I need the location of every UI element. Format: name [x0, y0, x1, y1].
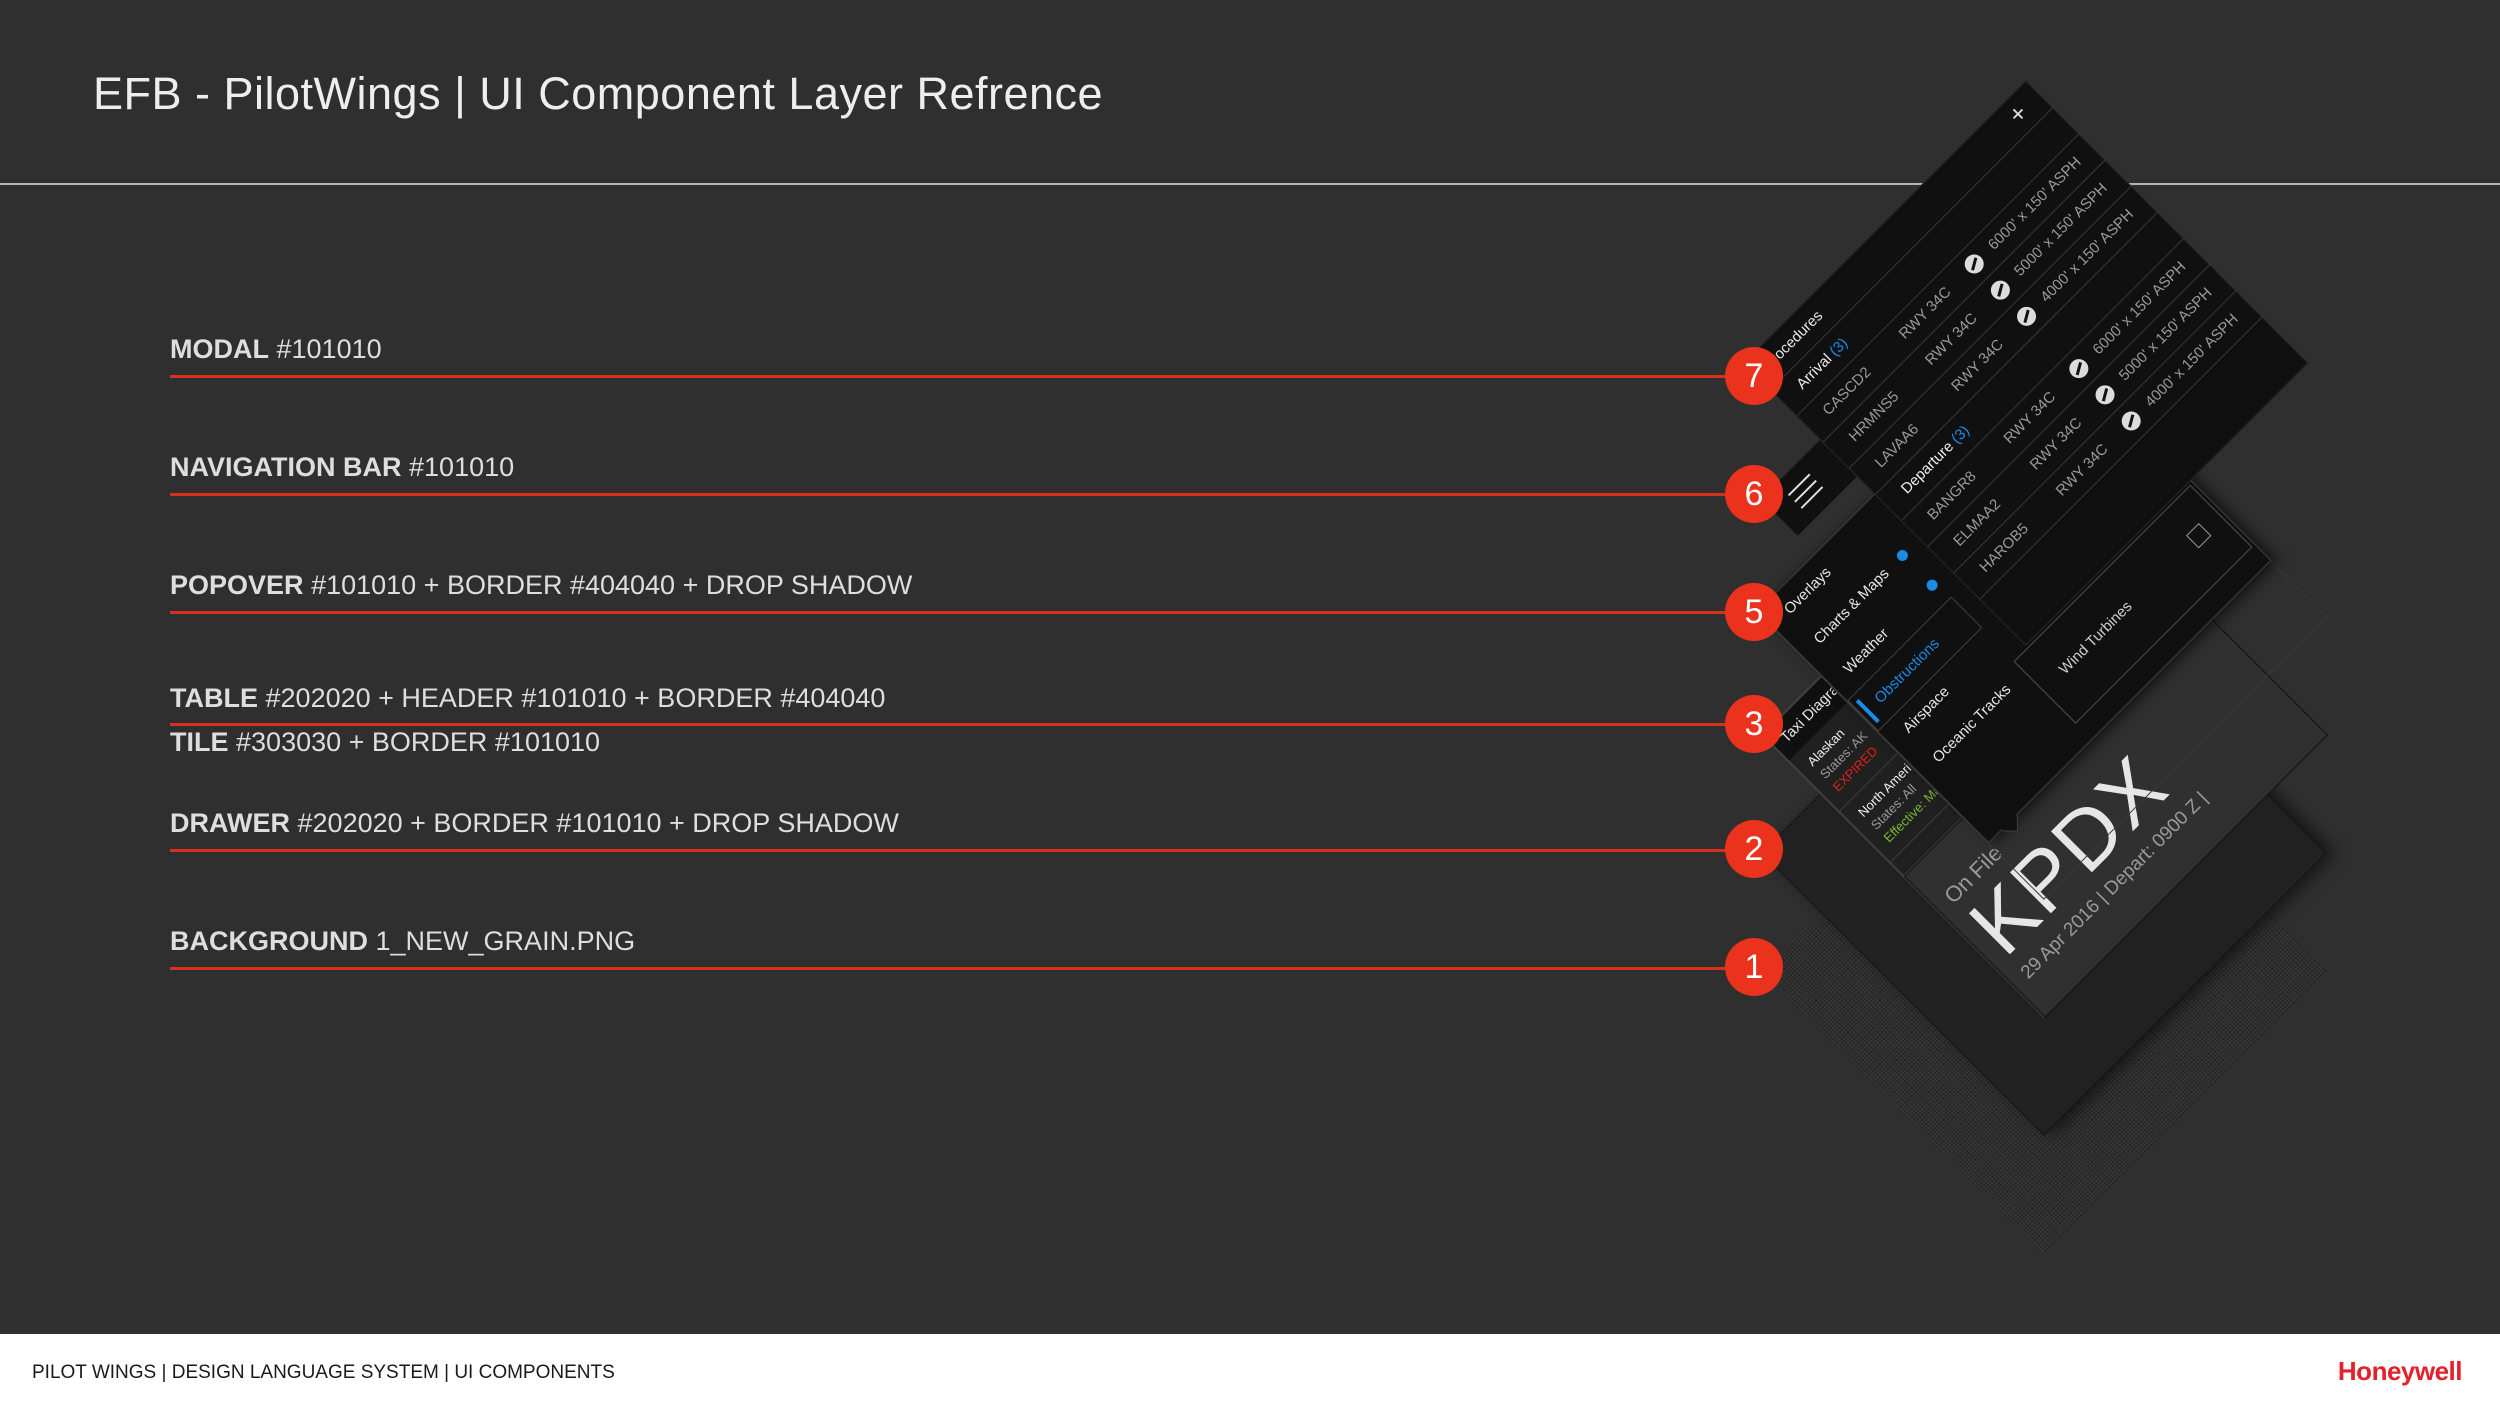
label-modal: MODAL #101010	[170, 334, 382, 364]
runway-heading-icon	[2091, 381, 2119, 409]
label-table: TABLE #202020 + HEADER #101010 + BORDER …	[170, 683, 886, 713]
label-drawer: DRAWER #202020 + BORDER #101010 + DROP S…	[170, 808, 899, 838]
plus-icon[interactable]: +	[2001, 97, 2034, 130]
footer: PILOT WINGS | DESIGN LANGUAGE SYSTEM | U…	[0, 1334, 2500, 1406]
layer-badge-2: 2	[1725, 820, 1783, 878]
runway-heading-icon	[1986, 276, 2014, 304]
leader-line-modal	[170, 375, 1755, 378]
leader-line-drawer	[170, 849, 1755, 852]
runway-heading-icon	[2013, 302, 2040, 330]
honeywell-logo: Honeywell	[2337, 1356, 2463, 1386]
hamburger-icon[interactable]	[1786, 472, 1824, 510]
label-background: BACKGROUND 1_NEW_GRAIN.PNG	[170, 926, 636, 956]
runway-heading-icon	[1960, 250, 1988, 278]
footer-text: PILOT WINGS | DESIGN LANGUAGE SYSTEM | U…	[32, 1362, 615, 1383]
layer-badge-3: 3	[1725, 695, 1783, 753]
layer-badge-7: 7	[1725, 347, 1783, 405]
leader-line-popover	[170, 611, 1755, 614]
page-title: EFB - PilotWings | UI Component Layer Re…	[93, 68, 1104, 119]
header-divider	[0, 183, 2500, 185]
leader-line-background	[170, 967, 1755, 970]
layer-badge-6: 6	[1725, 465, 1783, 523]
runway-heading-icon	[2117, 407, 2145, 435]
leader-line-navigation-bar	[170, 493, 1755, 496]
label-navigation-bar: NAVIGATION BAR #101010	[170, 452, 515, 482]
label-tile: TILE #303030 + BORDER #101010	[170, 727, 601, 757]
leader-line-table	[170, 723, 1755, 726]
label-popover: POPOVER #101010 + BORDER #404040 + DROP …	[170, 570, 913, 600]
runway-heading-icon	[2065, 355, 2093, 383]
popover-caret	[2001, 815, 2018, 832]
layer-badge-1: 1	[1725, 938, 1783, 996]
layer-badge-5: 5	[1725, 583, 1783, 641]
